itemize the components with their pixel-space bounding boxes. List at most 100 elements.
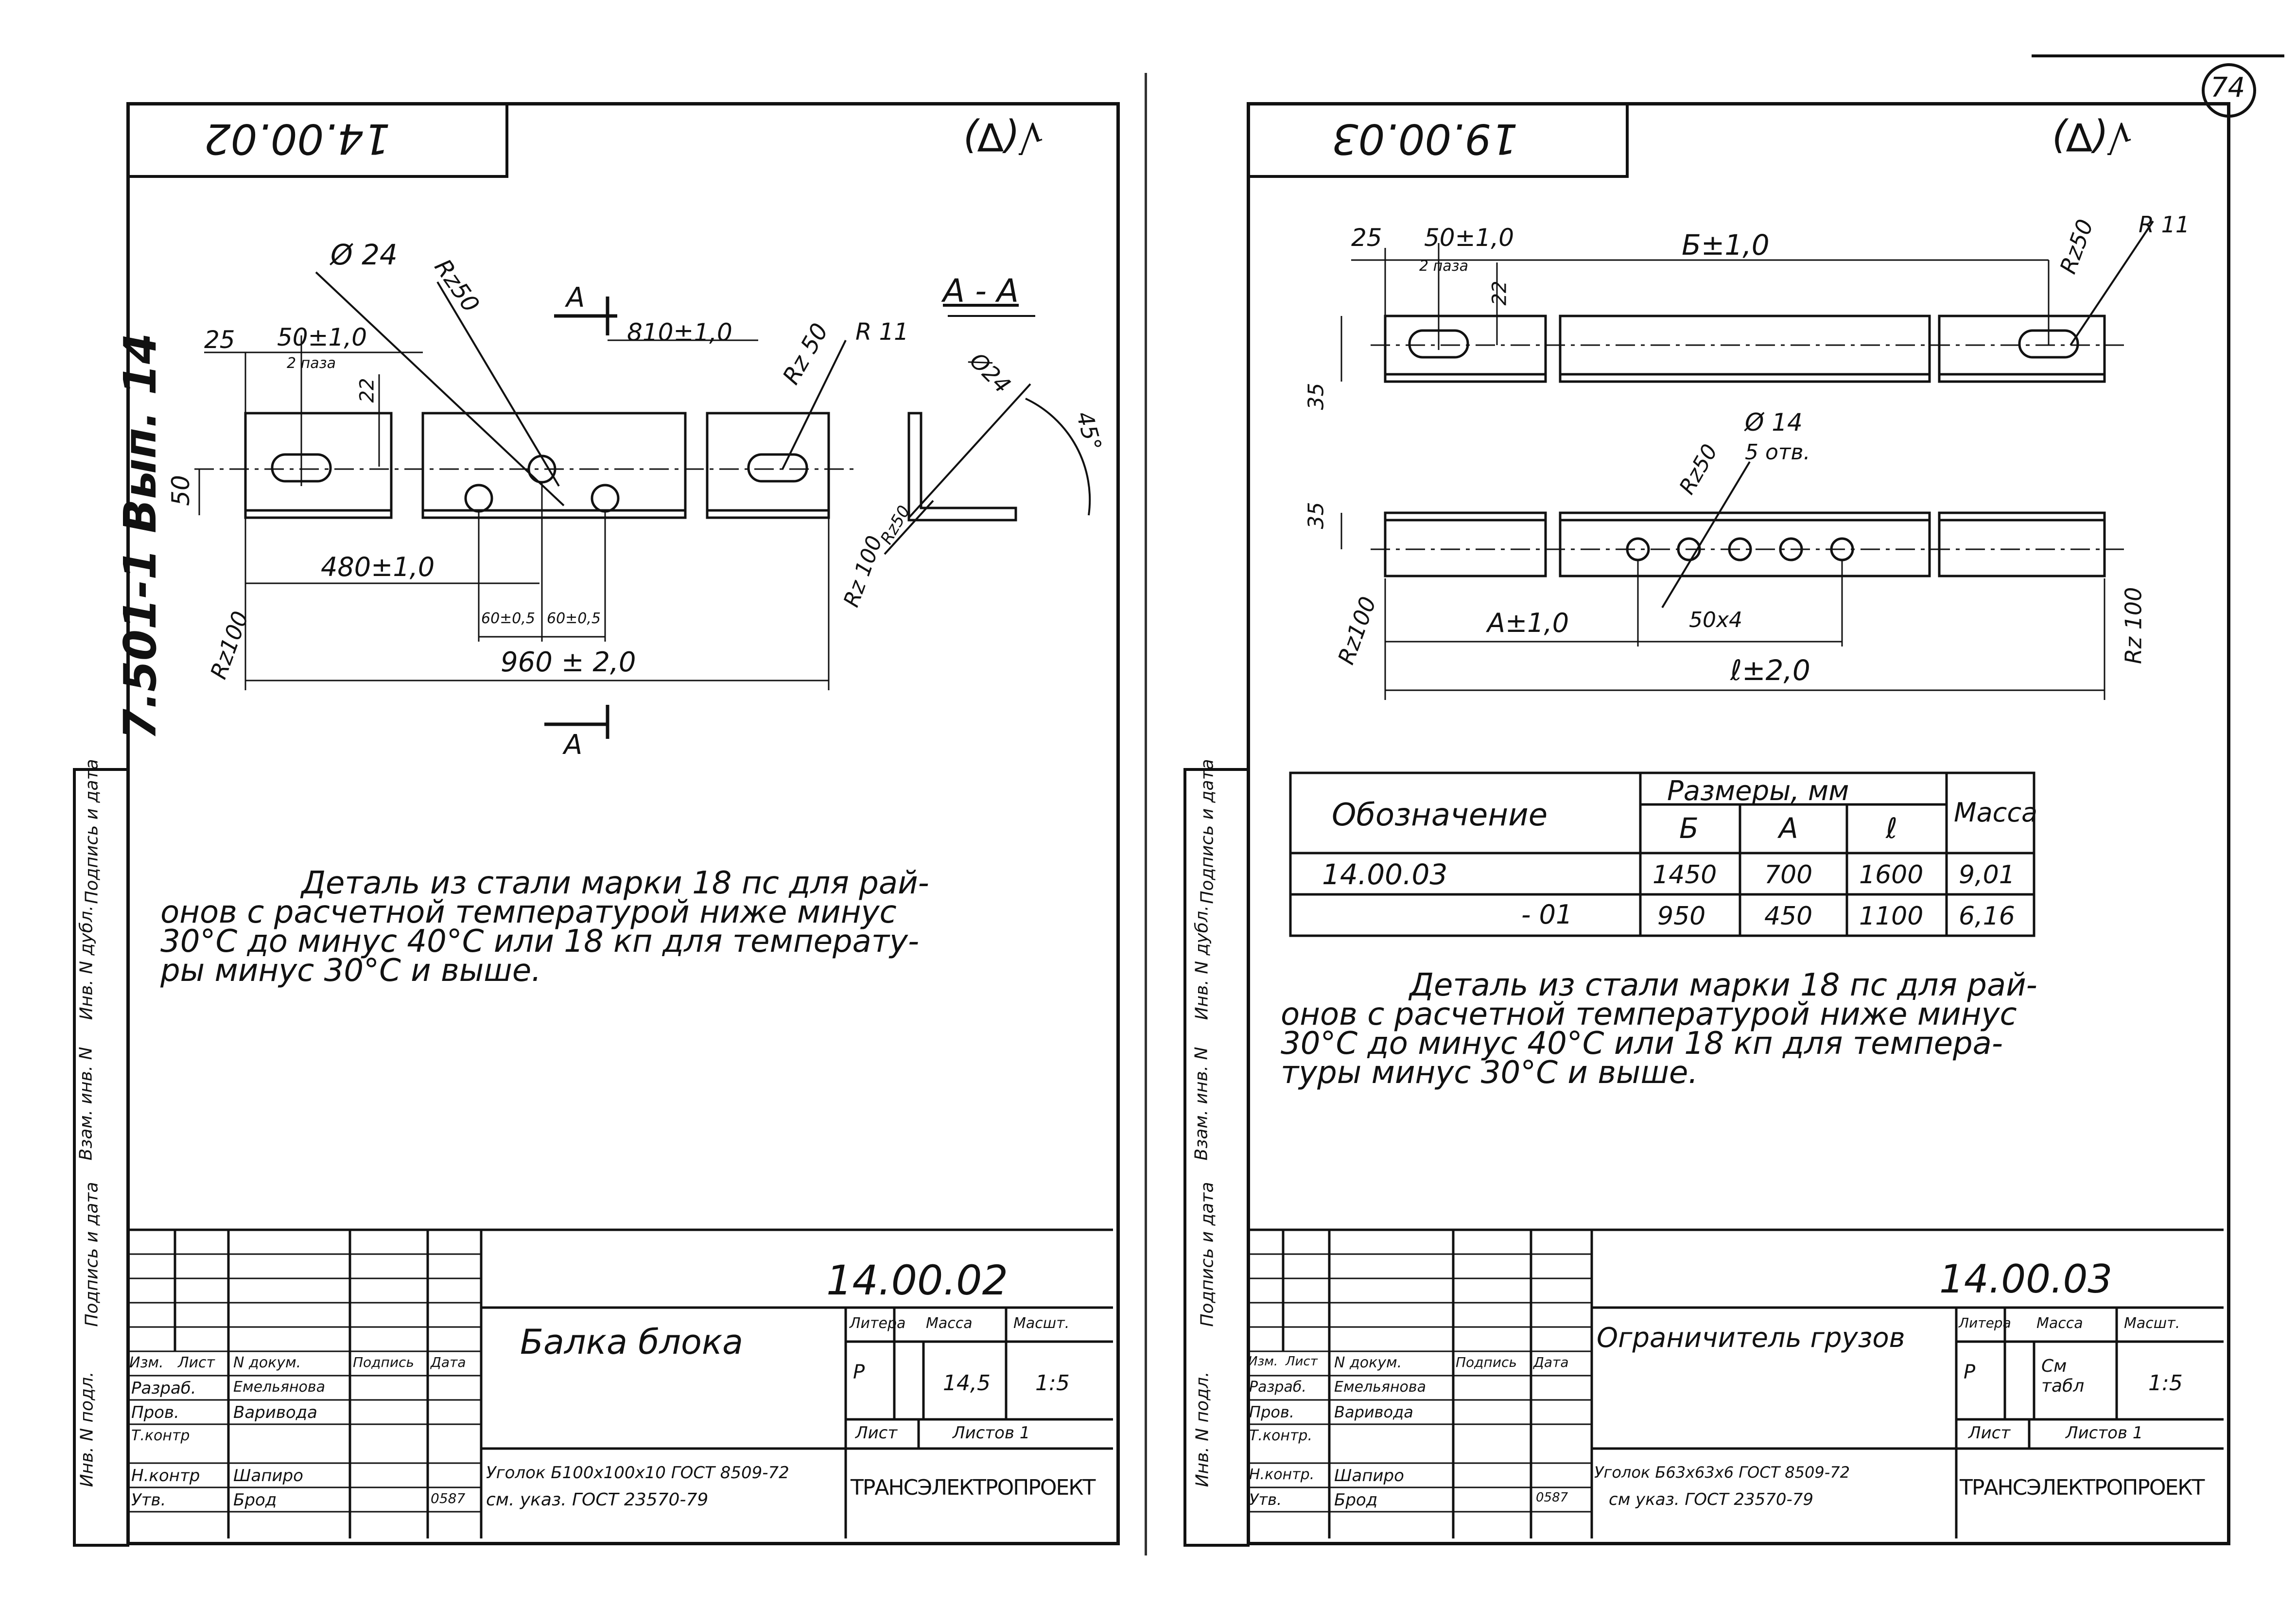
left-note-line-3: 30°С до минус 40°С или 18 кп для темпера… — [160, 924, 920, 960]
right-dim-l: ℓ±2,0 — [1730, 654, 1810, 687]
right-note-line-2: онов с расчетной температурой ниже минус — [1281, 996, 2017, 1032]
right-dim-holes: 5 отв. — [1745, 440, 1810, 465]
right-header-sign: Подпись — [1456, 1354, 1517, 1370]
left-organization: ТРАНСЭЛЕКТРОПРОЕКТ — [851, 1475, 1096, 1500]
right-scale-label: Масшт. — [2124, 1315, 2180, 1332]
right-note-line-3: 30°С до минус 40°С или 18 кп для темпера… — [1281, 1026, 2003, 1062]
right-name-5: Брод — [1334, 1490, 1378, 1510]
left-name-1: Варивода — [233, 1403, 318, 1422]
left-note-line-1: Деталь из стали марки 18 пс для рай- — [301, 865, 929, 901]
right-header-izm: Изм. — [1248, 1354, 1278, 1369]
left-header-date: Дата — [431, 1354, 466, 1370]
right-note-line-4: туры минус 30°С и выше. — [1281, 1055, 1698, 1091]
page-number: 74 — [2210, 72, 2245, 104]
top-rule — [2032, 54, 2284, 57]
right-name-0: Емельянова — [1334, 1379, 1426, 1396]
dim-25: 25 — [204, 326, 235, 354]
table-header-group: Размеры, мм — [1667, 775, 1849, 807]
section-title: А - А — [943, 272, 1019, 310]
right-dim-d14: Ø 14 — [1745, 408, 1803, 437]
left-material-1: Уголок Б100х100х10 ГОСТ 8509-72 — [486, 1463, 789, 1483]
dim-50: 50±1,0 — [277, 323, 367, 351]
left-name-5: Брод — [233, 1490, 277, 1510]
left-scale: 1:5 — [1035, 1371, 1070, 1396]
right-dim-50: 50±1,0 — [1424, 224, 1514, 252]
table-row-2-b: 950 — [1657, 902, 1706, 931]
right-litera: Р — [1964, 1361, 1976, 1383]
dim-pitch-60-b: 60±0,5 — [547, 610, 601, 627]
table-header-l: ℓ — [1886, 812, 1897, 845]
right-drawing-sheet — [1247, 102, 2230, 1545]
right-name-1: Варивода — [1334, 1403, 1413, 1421]
right-organization: ТРАНСЭЛЕКТРОПРОЕКТ — [1960, 1475, 2205, 1500]
left-role-2: Т.контр — [131, 1427, 190, 1444]
table-row-1-designation: 14.00.03 — [1322, 858, 1448, 891]
slot-right — [747, 453, 808, 483]
table-row-2-l: 1100 — [1859, 902, 1924, 931]
right-litera-label: Литера — [1959, 1315, 2011, 1331]
right-material-2: см указ. ГОСТ 23570-79 — [1609, 1490, 1814, 1509]
table-row-2-designation: - 01 — [1521, 899, 1573, 930]
right-role-5: Утв. — [1249, 1490, 1282, 1509]
left-header-doc: N докум. — [233, 1354, 301, 1371]
table-header-mass: Масса — [1954, 797, 2038, 828]
left-mass-label: Масса — [926, 1315, 973, 1332]
beam-segment-right — [706, 412, 830, 519]
table-row-1-mass: 9,01 — [1959, 860, 2015, 890]
center-divider — [1145, 73, 1147, 1555]
right-header-doc: N докум. — [1334, 1354, 1402, 1371]
right-header-date: Дата — [1533, 1354, 1569, 1370]
right-scale: 1:5 — [2148, 1371, 2183, 1396]
left-name-0: Емельянова — [233, 1379, 325, 1396]
left-note-line-2: онов с расчетной температурой ниже минус — [160, 894, 897, 930]
left-doc-code: 14.00.02 — [826, 1257, 1009, 1304]
left-scale-label: Масшт. — [1013, 1315, 1070, 1332]
right-role-1: Пров. — [1249, 1403, 1294, 1421]
left-header-izm: Изм. — [129, 1354, 164, 1371]
right-dim-pitch: 50х4 — [1689, 608, 1743, 632]
left-role-1: Пров. — [131, 1403, 179, 1422]
beam-segment-left — [244, 412, 393, 519]
right-doc-title: Ограничитель грузов — [1597, 1322, 1905, 1354]
table-header-designation: Обозначение — [1332, 797, 1548, 833]
left-role-0: Разраб. — [131, 1379, 196, 1398]
left-name-4: Шапиро — [233, 1466, 303, 1485]
right-sheets-label: Листов 1 — [2066, 1423, 2143, 1443]
dim-slots: 2 паза — [287, 355, 336, 372]
left-mass: 14,5 — [943, 1371, 991, 1396]
dim-radius-11: R 11 — [855, 318, 909, 346]
right-dim-25: 25 — [1351, 224, 1382, 252]
dim-810: 810±1,0 — [627, 318, 732, 347]
left-role-4: Н.контр — [131, 1466, 200, 1485]
left-date-last: 0587 — [431, 1490, 466, 1506]
right-mass-label: Масса — [2036, 1315, 2083, 1332]
left-top-code-box — [126, 102, 508, 178]
table-row-1-b: 1450 — [1652, 860, 1717, 890]
right-material-1: Уголок Б63х63х6 ГОСТ 8509-72 — [1594, 1463, 1850, 1482]
beam-segment-middle — [421, 412, 687, 519]
right-side-stamp — [1183, 768, 1250, 1547]
left-litera: Р — [853, 1361, 865, 1383]
left-sheets-label: Листов 1 — [953, 1423, 1030, 1443]
left-material-2: см. указ. ГОСТ 23570-79 — [486, 1490, 709, 1510]
section-mark-top: А — [566, 282, 585, 314]
left-sheet-label: Лист — [855, 1423, 898, 1443]
left-side-stamp — [73, 768, 129, 1547]
table-header-a: А — [1779, 812, 1798, 845]
right-date-last: 0587 — [1536, 1490, 1568, 1505]
right-role-4: Н.контр. — [1249, 1466, 1315, 1483]
dim-diameter-24: Ø 24 — [330, 238, 398, 271]
right-mass: См табл — [2041, 1356, 2085, 1396]
right-sheet-label: Лист — [1968, 1423, 2011, 1443]
dim-480: 480±1,0 — [321, 552, 435, 582]
table-row-1-a: 700 — [1764, 860, 1813, 890]
left-header-list: Лист — [178, 1354, 215, 1371]
left-doc-title: Балка блока — [520, 1322, 743, 1362]
right-name-4: Шапиро — [1334, 1466, 1404, 1485]
right-header-list: Лист — [1286, 1354, 1318, 1369]
right-role-2: Т.контр. — [1249, 1427, 1313, 1444]
